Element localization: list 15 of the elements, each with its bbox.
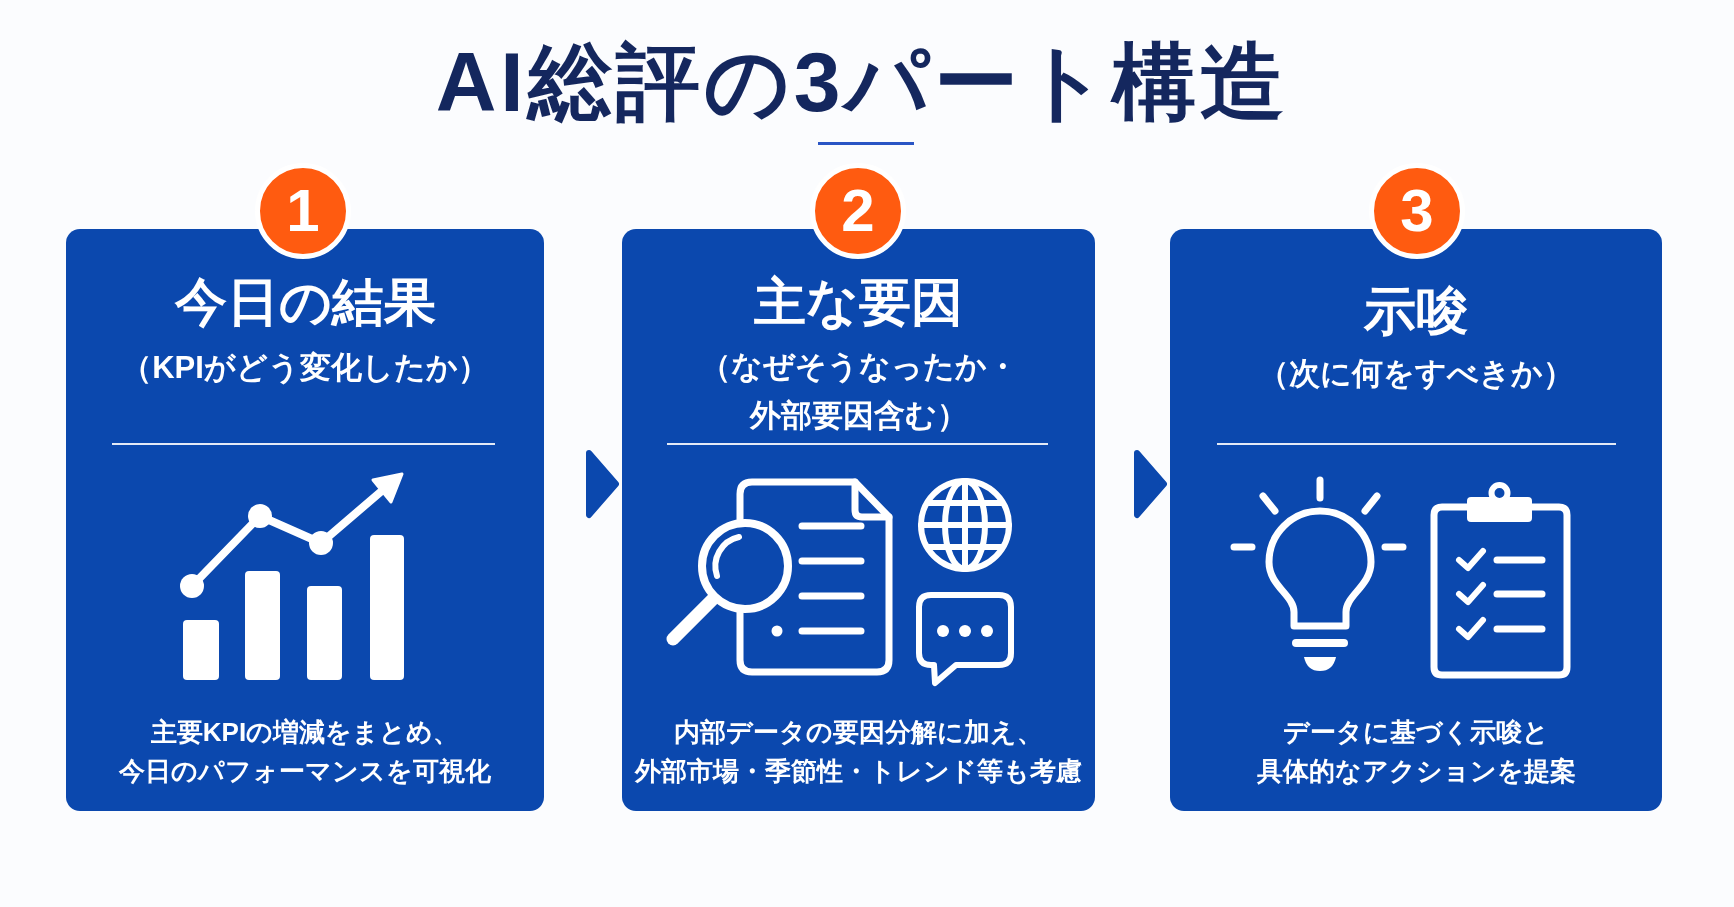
number-badge: 2 bbox=[810, 163, 906, 259]
card-subheading: （なぜそうなったか・外部要因含む） bbox=[698, 348, 1019, 435]
step-card bbox=[622, 229, 1095, 811]
diagram-title: AI総評の3パート構造 bbox=[435, 34, 1289, 131]
step-card bbox=[66, 229, 544, 811]
card-heading: 今日の結果 bbox=[174, 272, 436, 333]
card-heading: 主な要因 bbox=[754, 272, 963, 333]
card-subheading: （次に何をすべきか） bbox=[1258, 355, 1574, 392]
number-badge: 3 bbox=[1369, 163, 1465, 259]
card-subheading: （KPIがどう変化したか） bbox=[121, 349, 489, 386]
card-description: 内部データの要因分解に加え、外部市場・季節性・トレンド等も考慮 bbox=[633, 716, 1083, 788]
card-heading: 示唆 bbox=[1364, 281, 1468, 342]
number-badge: 1 bbox=[255, 163, 351, 259]
card-description: データに基づく示唆と具体的なアクションを提案 bbox=[1255, 716, 1577, 788]
card-description: 主要KPIの増減をまとめ、今日のパフォーマンスを可視化 bbox=[118, 716, 492, 788]
